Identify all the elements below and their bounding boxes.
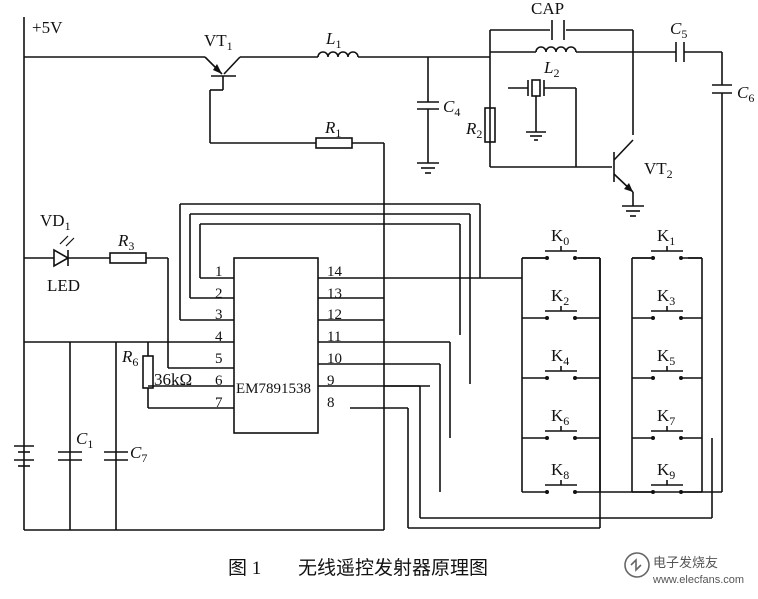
ic-name: EM7891538 — [236, 381, 311, 397]
key-label-k1: K1 — [657, 226, 675, 248]
c5-capacitor — [633, 42, 722, 62]
key-switch-k0: K0 — [522, 226, 600, 260]
watermark-url: www.elecfans.com — [652, 574, 744, 586]
key-switch-k9: K9 — [632, 460, 702, 494]
led-branch — [24, 235, 234, 369]
ic-pin-4: 4 — [215, 329, 223, 345]
ic-pin-1: 1 — [215, 264, 223, 280]
r6-resistor — [142, 342, 196, 408]
ic-pin-10: 10 — [327, 351, 342, 367]
r3-label: R3 — [117, 231, 134, 253]
r1-label: R1 — [324, 118, 341, 140]
key-label-k8: K8 — [551, 460, 569, 482]
key-switch-k8: K8 — [522, 460, 600, 494]
key-switch-k3: K3 — [632, 286, 702, 320]
supply-label: +5V — [32, 18, 63, 37]
r6-value: 36kΩ — [154, 370, 192, 389]
ic-left-pin-leads — [24, 277, 234, 409]
key-label-k3: K3 — [657, 286, 675, 308]
l2-label: L2 — [543, 58, 559, 80]
c1-label: C1 — [76, 429, 93, 451]
led-label: LED — [47, 276, 80, 295]
watermark-text: 电子发烧友 — [653, 555, 718, 570]
vt1-transistor — [204, 56, 241, 90]
power-bottom-wires — [24, 342, 384, 531]
key-label-k6: K6 — [551, 406, 569, 428]
ic-pin-7: 7 — [215, 395, 223, 411]
ic-pin-9: 9 — [327, 373, 335, 389]
key-switch-k4: K4 — [522, 346, 600, 380]
battery — [14, 445, 34, 467]
vt2-transistor — [613, 139, 644, 217]
r6-label: R6 — [121, 347, 138, 369]
ic-right-pin-leads — [318, 277, 480, 387]
vt1-label: VT1 — [204, 31, 233, 53]
l1-inductor — [240, 51, 490, 58]
ic-pin-3: 3 — [215, 307, 223, 323]
cap-label: CAP — [531, 0, 564, 18]
ic-pin-8: 8 — [327, 395, 335, 411]
l1-label: L1 — [325, 29, 341, 51]
key-label-k5: K5 — [657, 346, 675, 368]
c1-capacitor — [58, 451, 82, 461]
ic-pin-5: 5 — [215, 351, 223, 367]
vt2-label: VT2 — [644, 159, 673, 181]
key-switch-k5: K5 — [632, 346, 702, 380]
key-label-k0: K0 — [551, 226, 569, 248]
cap-capacitor — [551, 20, 565, 40]
ic-pin-12: 12 — [327, 307, 342, 323]
ic-pin-11: 11 — [327, 329, 341, 345]
supply-rail — [23, 17, 205, 530]
key-label-k9: K9 — [657, 460, 675, 482]
key-switch-k7: K7 — [632, 406, 702, 440]
oscillator-wires — [489, 29, 634, 168]
key-label-k2: K2 — [551, 286, 569, 308]
figure-number: 图 1 — [228, 558, 261, 579]
figure-title: 无线遥控发射器原理图 — [298, 557, 488, 579]
watermark-logo — [624, 552, 650, 578]
r2-resistor — [484, 107, 496, 143]
ic-pin-6: 6 — [215, 373, 223, 389]
vt1-base-wire — [209, 89, 316, 144]
r1-resistor — [315, 137, 353, 149]
key-switch-k2: K2 — [522, 286, 600, 320]
key-label-k4: K4 — [551, 346, 569, 368]
ic-pin-13: 13 — [327, 286, 342, 302]
c6-label: C6 — [737, 83, 754, 105]
c7-capacitor — [104, 451, 128, 461]
key-switch-k1: K1 — [632, 226, 702, 260]
ic-em7891538 — [233, 257, 319, 434]
r2-label: R2 — [465, 119, 482, 141]
crystal-element — [508, 79, 577, 167]
vd1-label: VD1 — [40, 211, 71, 233]
c4-capacitor — [417, 57, 439, 174]
c4-label: C4 — [443, 97, 460, 119]
ic-pin-14: 14 — [327, 264, 343, 280]
c7-label: C7 — [130, 443, 147, 465]
key-label-k7: K7 — [657, 406, 675, 428]
key-switch-k6: K6 — [522, 406, 600, 440]
c6-capacitor — [600, 52, 732, 493]
c5-label: C5 — [670, 19, 687, 41]
ic-pin-2: 2 — [215, 286, 223, 302]
l2-inductor — [535, 46, 577, 53]
